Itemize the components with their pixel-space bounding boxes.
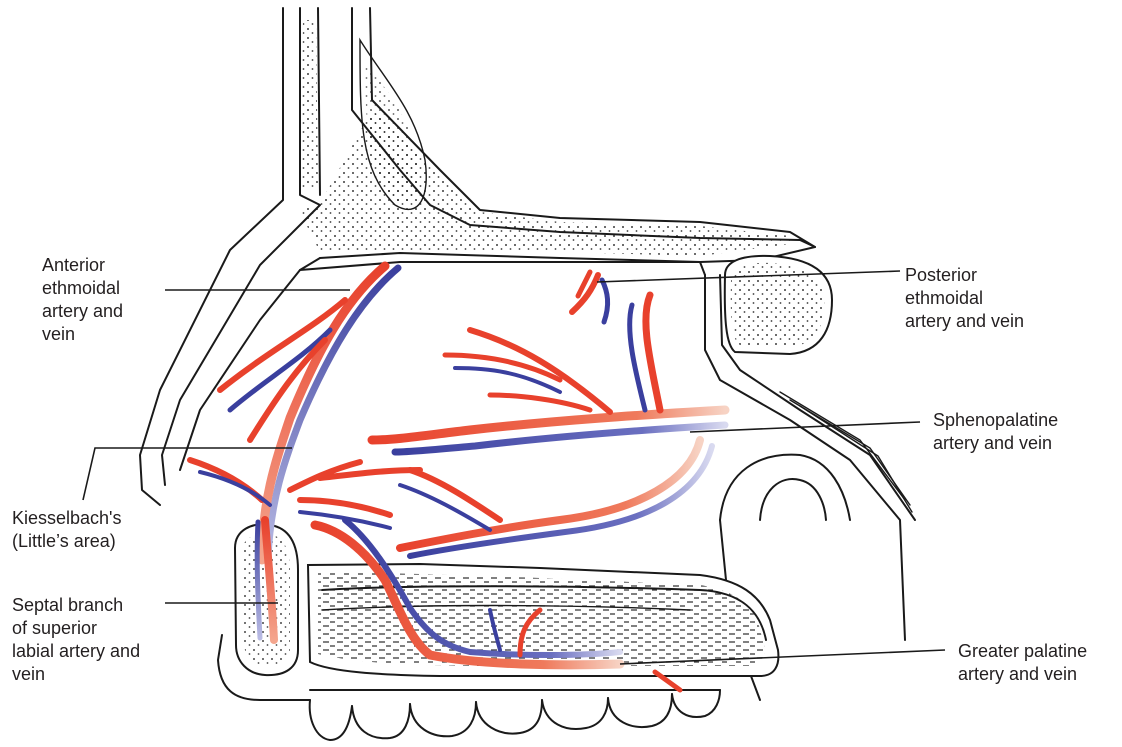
label-septal-branch: Septal branch of superior labial artery … — [12, 594, 140, 686]
leader-kiesselbach — [83, 448, 292, 500]
teeth — [310, 690, 720, 740]
label-kiesselbach: Kiesselbach's (Little’s area) — [12, 507, 122, 553]
label-greater-palatine: Greater palatine artery and vein — [958, 640, 1087, 686]
label-anterior-ethmoidal: Anterior ethmoidal artery and vein — [42, 254, 123, 346]
vessel-kiesselbach-plexus — [190, 460, 390, 528]
label-posterior-ethmoidal: Posterior ethmoidal artery and vein — [905, 264, 1024, 333]
hard-palate — [308, 564, 778, 676]
sphenoid-sinus — [705, 256, 915, 640]
label-sphenopalatine: Sphenopalatine artery and vein — [933, 409, 1058, 455]
vessel-sphenopalatine — [320, 295, 725, 556]
bone-stipple — [300, 20, 790, 256]
vessel-anterior-ethmoidal — [220, 266, 398, 560]
vessel-posterior-ethmoidal — [572, 272, 608, 322]
